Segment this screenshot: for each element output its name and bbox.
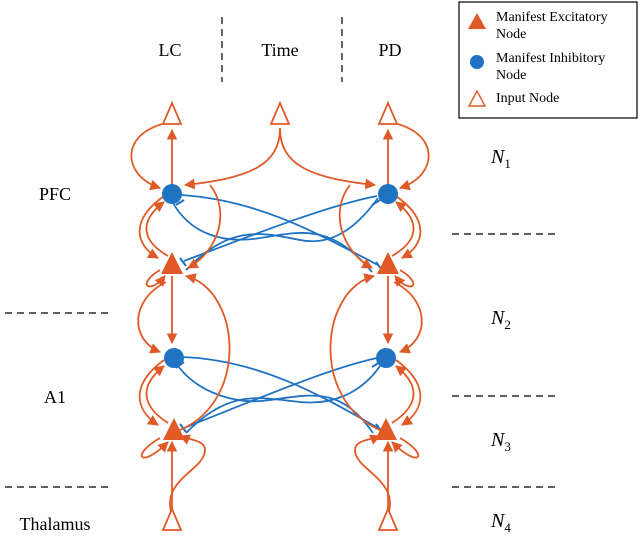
conn-a1-pd-exc-to-pfc-pd-exc [329, 273, 381, 431]
svg-text:N3: N3 [490, 429, 511, 454]
column-label-time: Time [261, 40, 298, 60]
conn-pfc-lc-exc-self [145, 269, 166, 288]
pfc-pd-inhibitory-node [378, 184, 398, 204]
conn-pfc-pd-inh-to-lc-exc [183, 195, 378, 262]
conn-a1-pd-exc-self [391, 437, 420, 459]
lc-output-node [161, 100, 183, 125]
conn-a1-pd-inh-to-lc-exc [183, 357, 378, 429]
conn-time-to-lc-inh [183, 127, 281, 190]
conn-a1-lc-exc-to-pfc-lc-exc [179, 273, 231, 431]
pfc-pd-excitatory-node [377, 252, 399, 274]
conn-pfc-pd-exc-outer-down [393, 281, 423, 354]
column-label-lc: LC [158, 40, 181, 60]
pfc-lc-excitatory-node [161, 252, 183, 274]
column-label-pd: PD [378, 40, 401, 60]
pfc-lc-inhibitory-node [162, 184, 182, 204]
conn-a1-pd-inh-loop [185, 365, 381, 434]
conn-a1-lc-exc-to-inh [145, 365, 169, 424]
conn-pfc-lc-exc-to-inh [145, 201, 169, 257]
legend-inhibitory-label: Manifest Inhibitory [496, 51, 605, 66]
a1-pd-excitatory-node [375, 418, 397, 440]
conn-pfc-lc-inh-to-pd-exc [180, 194, 379, 266]
svg-text:N2: N2 [490, 307, 511, 332]
pd-output-node [377, 100, 399, 125]
legend-inhibitory-icon [470, 55, 484, 69]
legend-excitatory-label: Manifest Excitatory [496, 10, 608, 25]
conn-lc-output-loop [130, 121, 173, 191]
a1-pd-inhibitory-node [376, 348, 396, 368]
conn-pfc-inner-right [338, 184, 373, 269]
conn-pfc-lc-inh-to-lc-exc-loop [171, 200, 373, 273]
thalamus-lc-input-node [161, 506, 183, 531]
inhibitory-connections [171, 194, 381, 434]
legend-excitatory-label-2: Node [496, 27, 526, 42]
layer-label-2: N2 [490, 307, 511, 332]
conn-pfc-pd-exc-self [394, 269, 415, 288]
excitatory-connections [130, 121, 430, 516]
a1-lc-excitatory-node [163, 418, 185, 440]
conn-time-to-pd-inh [279, 127, 377, 190]
svg-text:N4: N4 [490, 510, 511, 535]
conn-thalamus-lc-to-a1 [169, 434, 206, 516]
legend-excitatory-icon [468, 13, 486, 29]
time-input-node [269, 100, 291, 125]
region-label-pfc: PFC [39, 184, 71, 204]
conn-a1-lc-inh-loop [177, 365, 374, 434]
conn-pfc-pd-inh-to-pd-exc-loop [185, 197, 379, 271]
layer-label-1: N1 [490, 146, 511, 171]
conn-pfc-inner-left [187, 184, 222, 269]
legend-box [458, 1, 638, 119]
region-label-a1: A1 [44, 387, 66, 407]
legend: Manifest Excitatory Node Manifest Inhibi… [458, 1, 638, 119]
svg-text:N1: N1 [490, 146, 511, 171]
legend-input-icon [467, 89, 487, 107]
region-label-thalamus: Thalamus [20, 514, 91, 534]
layer-label-4: N4 [490, 510, 511, 535]
conn-a1-lc-exc-self [140, 437, 169, 459]
conn-pfc-lc-exc-outer-down [137, 281, 167, 354]
a1-lc-inhibitory-node [164, 348, 184, 368]
layer-label-3: N3 [490, 429, 511, 454]
thalamus-pd-input-node [377, 506, 399, 531]
conn-pd-output-loop [387, 121, 430, 191]
conn-pfc-pd-exc-to-inh [391, 201, 415, 257]
conn-thalamus-pd-to-a1 [354, 434, 391, 516]
legend-inhibitory-label-2: Node [496, 68, 526, 83]
conn-a1-pd-exc-to-inh [391, 365, 415, 424]
legend-input-label: Input Node [496, 91, 559, 106]
